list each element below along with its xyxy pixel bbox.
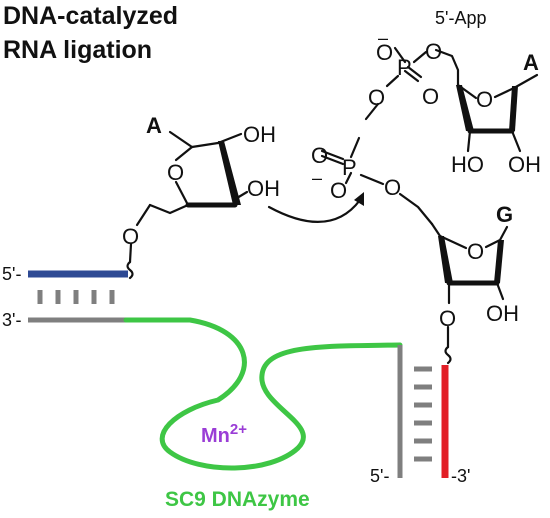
phosphate-alpha-p: P — [397, 55, 412, 80]
enzyme-name: SC9 DNAzyme — [165, 488, 310, 511]
base-label-g: G — [496, 202, 513, 227]
acceptor-ribose — [126, 130, 249, 280]
left-base-pairs — [37, 290, 115, 304]
label-3prime-right: -3' — [451, 466, 470, 486]
attack-arrow — [267, 192, 364, 224]
ring-oxygen-guanosine: O — [467, 239, 484, 264]
ether-oxygen-guanosine: O — [439, 306, 456, 331]
hydroxyl-2prime-guanosine: OH — [486, 301, 519, 326]
phosphate-beta-p: P — [342, 155, 357, 180]
metal-charge: 2+ — [230, 421, 247, 438]
hydroxyl-2prime-adenosine: HO — [451, 152, 484, 177]
phosphate-beta-o-minus: O — [330, 178, 347, 203]
title-line-1: DNA-catalyzed — [3, 2, 178, 30]
ether-oxygen-left: O — [122, 224, 139, 249]
phosphate-alpha-o-minus: O — [376, 40, 393, 65]
guanosine-ribose — [430, 222, 509, 365]
dnazyme-catalytic-loop — [123, 317, 403, 471]
adenosine-ribose — [456, 73, 539, 153]
phosphate-alpha-ester-o: O — [425, 39, 442, 64]
pyrophosphate-bonds — [320, 46, 460, 226]
right-base-pairs — [414, 366, 432, 462]
bridging-oxygen: O — [368, 85, 385, 110]
base-label-a-left: A — [146, 113, 162, 138]
label-5prime-left: 5'- — [2, 264, 21, 284]
label-5prime-right: 5'- — [370, 466, 389, 486]
phosphate-beta-ester-o: O — [384, 175, 401, 200]
hydroxyl-3prime-left: OH — [247, 176, 280, 201]
phosphate-alpha-charge: – — [378, 28, 388, 48]
metal-symbol: Mn — [201, 425, 230, 447]
base-label-a-adenosine: A — [523, 50, 539, 75]
metal-cofactor-label: Mn2+ — [201, 421, 247, 447]
hydroxyl-3prime-adenosine: OH — [508, 152, 541, 177]
substrate-label: 5'-App — [435, 8, 486, 28]
title-line-2: RNA ligation — [3, 36, 152, 64]
ring-oxygen-adenosine: O — [476, 87, 493, 112]
ring-oxygen-left: O — [167, 160, 184, 185]
phosphate-beta-double-o: O — [311, 143, 328, 168]
label-3prime-left: 3'- — [2, 310, 21, 330]
phosphate-alpha-double-o: O — [422, 84, 439, 109]
hydroxyl-2prime-left: OH — [243, 122, 276, 147]
phosphate-beta-charge: – — [312, 168, 322, 188]
